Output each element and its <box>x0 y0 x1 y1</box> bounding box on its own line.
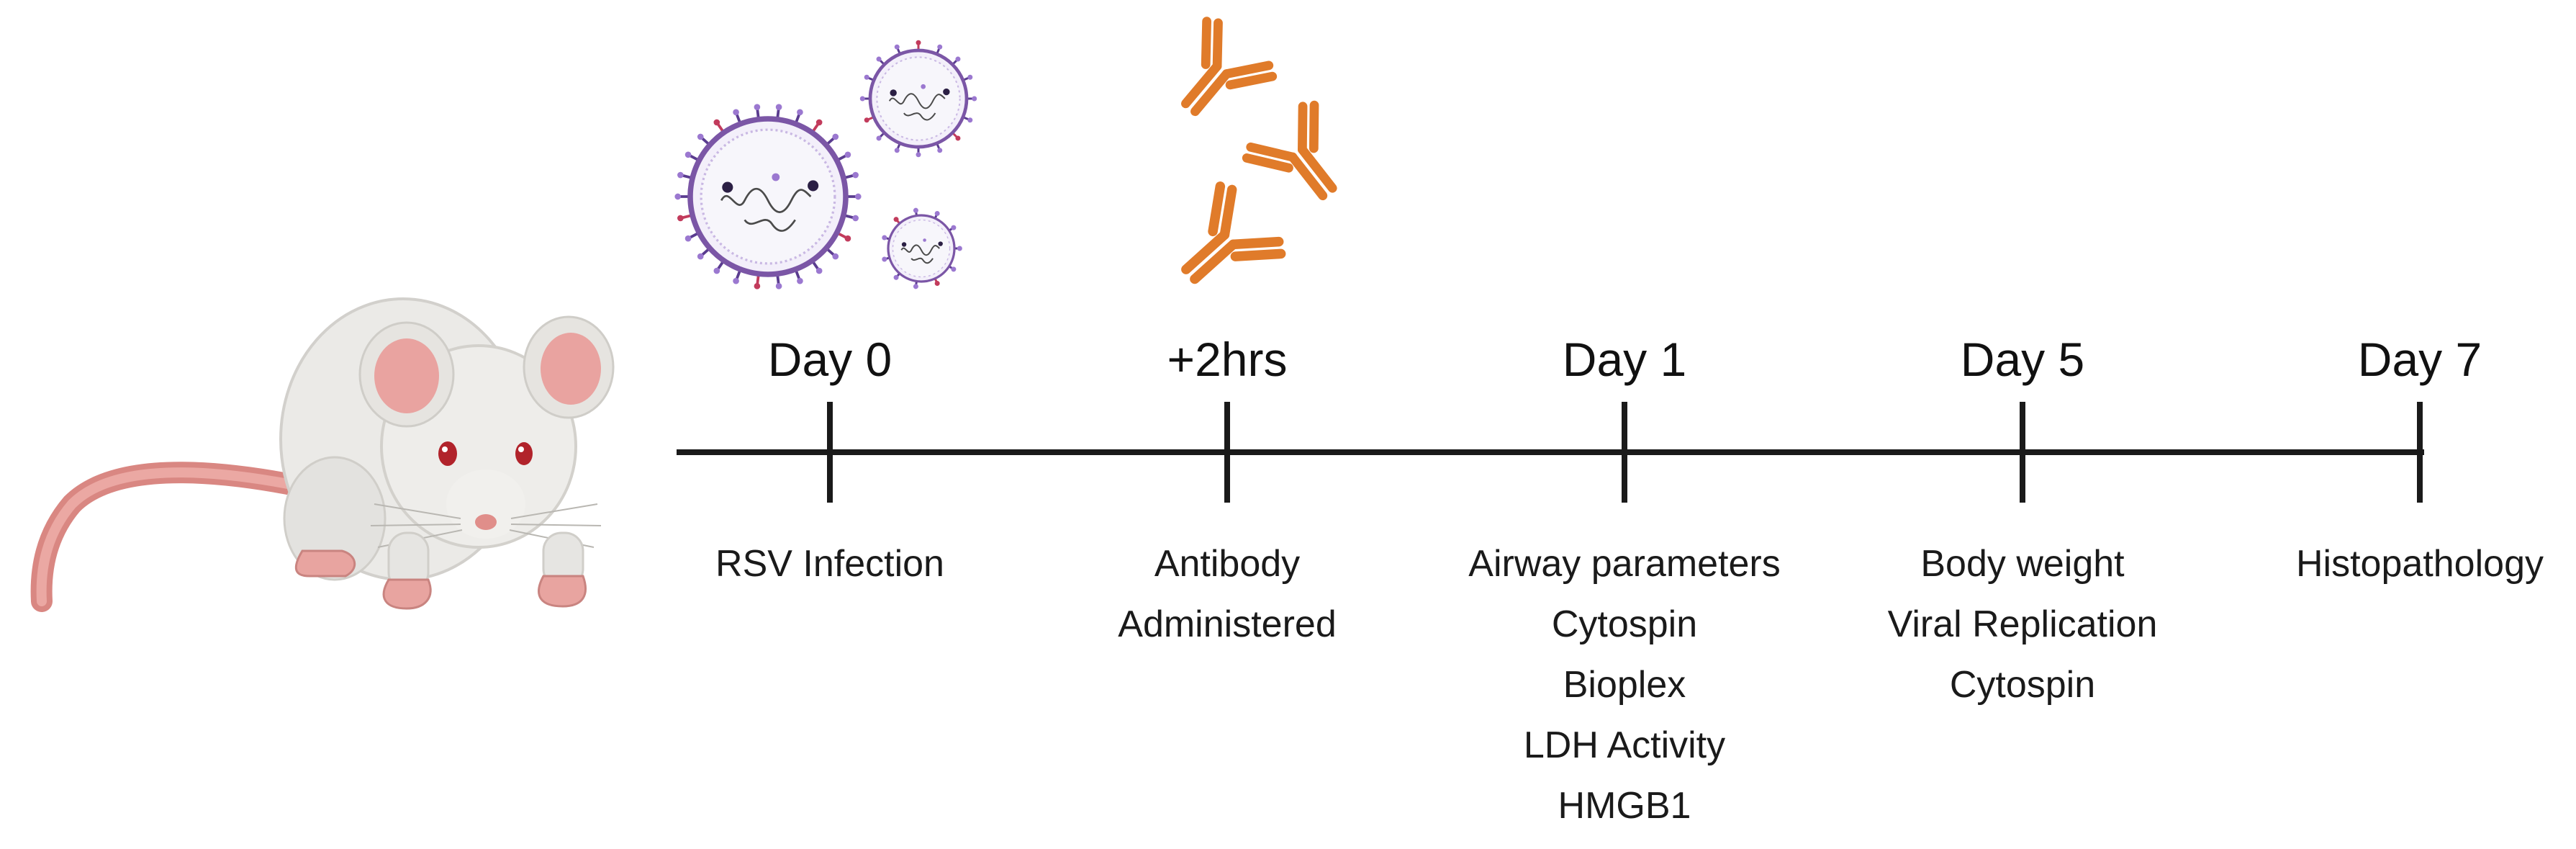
event-label: Airway parameters <box>1468 543 1780 585</box>
antibody-icon <box>1181 17 1278 117</box>
day-label: Day 1 <box>1563 333 1686 386</box>
rsv-virus-icon <box>674 104 862 289</box>
event-label: Antibody <box>1154 543 1300 585</box>
event-label: LDH Activity <box>1524 724 1725 766</box>
event-label: Body weight <box>1920 543 2125 585</box>
day-label: Day 0 <box>768 333 892 386</box>
day-label: Day 7 <box>2358 333 2482 386</box>
virus-group <box>674 40 977 289</box>
mouse-eye <box>438 441 457 466</box>
mouse-paw <box>294 549 356 578</box>
event-label: Cytospin <box>1552 603 1697 645</box>
antibody-group <box>1181 17 1337 284</box>
event-label: Histopathology <box>2296 543 2544 585</box>
antibody-icon <box>1242 100 1337 201</box>
mouse-ear <box>374 338 439 413</box>
mouse-icon <box>30 297 615 612</box>
event-label: Bioplex <box>1563 664 1686 706</box>
event-label: HMGB1 <box>1558 785 1691 827</box>
day-label: Day 5 <box>1961 333 2084 386</box>
event-label: Viral Replication <box>1888 603 2158 645</box>
mouse-nose <box>475 514 497 530</box>
rsv-virus-icon <box>859 40 977 158</box>
event-label: Cytospin <box>1950 664 2095 706</box>
event-label: RSV Infection <box>715 543 944 585</box>
antibody-icon <box>1181 181 1286 284</box>
day-label: +2hrs <box>1167 333 1288 386</box>
rsv-virus-icon <box>882 207 962 289</box>
event-label: Administered <box>1118 603 1336 645</box>
